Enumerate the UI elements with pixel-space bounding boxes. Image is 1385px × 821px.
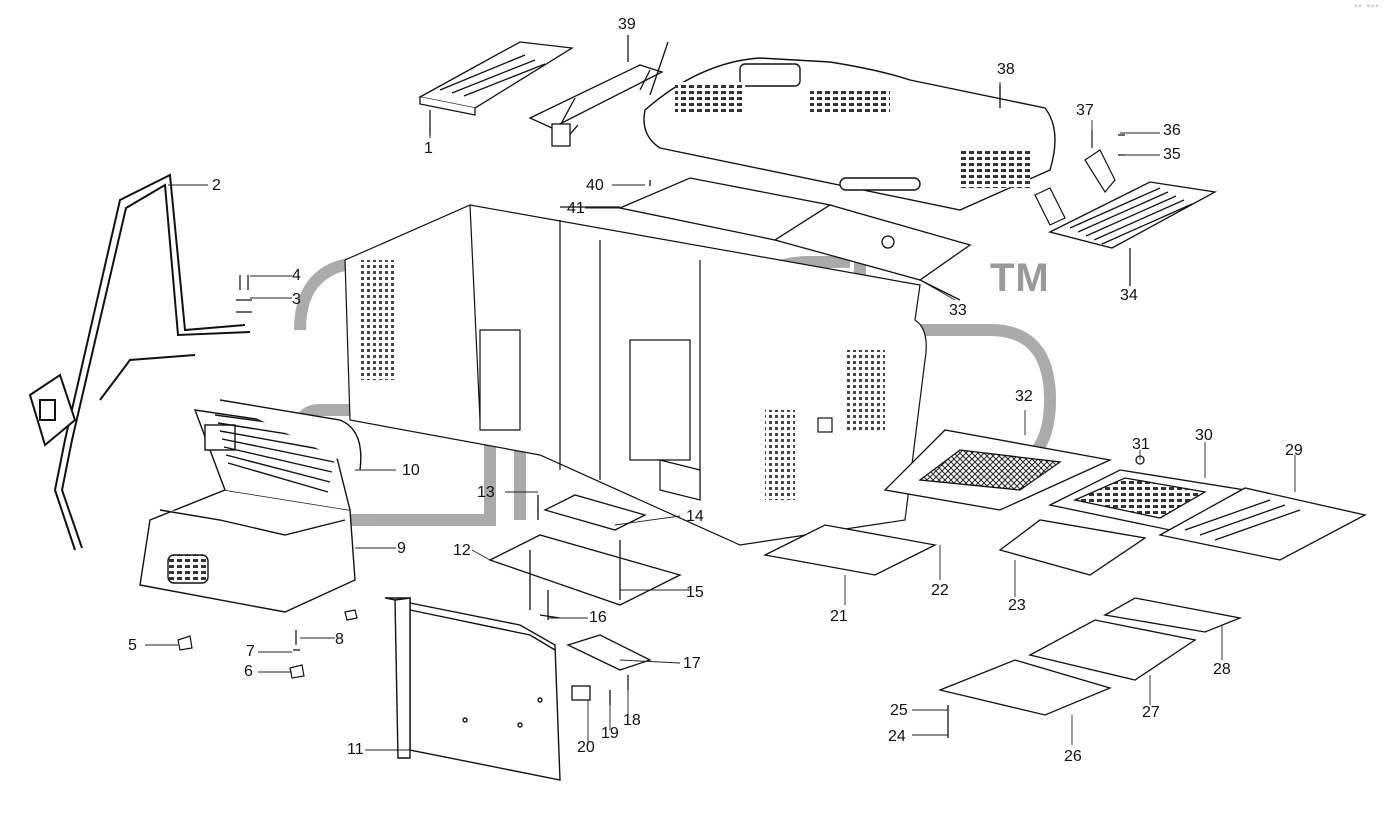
callout-3: 3 xyxy=(292,291,301,308)
callout-29: 29 xyxy=(1285,442,1303,459)
part-38-roof-cover xyxy=(643,57,1056,211)
part-5-8-hardware xyxy=(177,609,358,679)
callout-16: 16 xyxy=(589,609,607,626)
callout-40: 40 xyxy=(586,177,604,194)
part-9-10-box xyxy=(139,399,362,613)
callout-1: 1 xyxy=(424,140,433,157)
callout-6: 6 xyxy=(244,663,253,680)
callout-34: 34 xyxy=(1120,287,1138,304)
callout-14: 14 xyxy=(686,508,704,525)
trademark-symbol: TM xyxy=(990,256,1050,300)
callout-15: 15 xyxy=(686,584,704,601)
callout-30: 30 xyxy=(1195,427,1213,444)
callout-33: 33 xyxy=(949,302,967,319)
callout-38: 38 xyxy=(997,61,1015,78)
leader-lines xyxy=(145,35,1296,751)
callout-41: 41 xyxy=(567,200,585,217)
part-33-41-top-panels xyxy=(560,177,972,301)
main-housing xyxy=(344,204,927,546)
callout-5: 5 xyxy=(128,637,137,654)
callout-18: 18 xyxy=(623,712,641,729)
callout-24: 24 xyxy=(888,728,906,745)
part-11-side-panel xyxy=(384,597,561,781)
part-34-grille-panel xyxy=(1048,181,1218,286)
callout-39: 39 xyxy=(618,16,636,33)
callout-12: 12 xyxy=(453,542,471,559)
callout-2: 2 xyxy=(212,177,221,194)
callout-32: 32 xyxy=(1015,388,1033,405)
callout-10: 10 xyxy=(402,462,420,479)
callout-21: 21 xyxy=(830,608,848,625)
callout-36: 36 xyxy=(1163,122,1181,139)
callout-20: 20 xyxy=(577,739,595,756)
callout-35: 35 xyxy=(1163,146,1181,163)
callout-9: 9 xyxy=(397,540,406,557)
part-17-20-brackets xyxy=(566,634,652,705)
callout-26: 26 xyxy=(1064,748,1082,765)
callout-37: 37 xyxy=(1076,102,1094,119)
callout-31: 31 xyxy=(1132,436,1150,453)
callout-7: 7 xyxy=(246,643,255,660)
callout-22: 22 xyxy=(931,582,949,599)
callout-19: 19 xyxy=(601,725,619,742)
part-12-16-frame xyxy=(488,494,682,620)
callout-11: 11 xyxy=(347,741,364,758)
part-21-32-floor-panels xyxy=(762,429,1367,738)
callout-23: 23 xyxy=(1008,597,1026,614)
part-3-4-bolts xyxy=(236,275,252,313)
callout-27: 27 xyxy=(1142,704,1160,721)
callout-13: 13 xyxy=(477,484,495,501)
part-2-handrail xyxy=(28,173,251,551)
callout-8: 8 xyxy=(335,631,344,648)
part-1-bracket xyxy=(418,41,574,135)
corner-mark: °° °°° xyxy=(1353,4,1379,12)
callout-25: 25 xyxy=(890,702,908,719)
callout-17: 17 xyxy=(683,655,701,672)
callout-28: 28 xyxy=(1213,661,1231,678)
callout-4: 4 xyxy=(292,267,301,284)
